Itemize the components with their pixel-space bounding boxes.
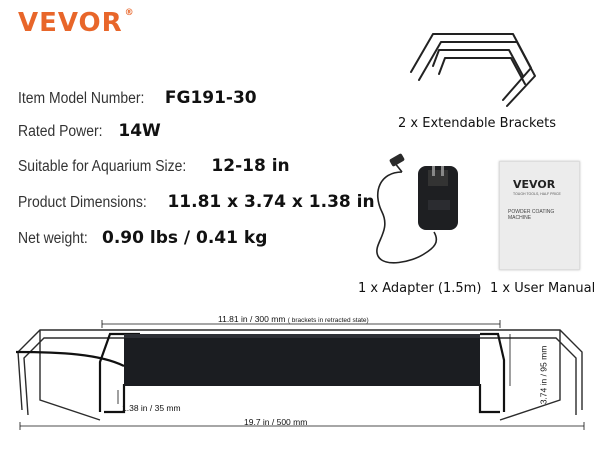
light-dimension-diagram: [15, 320, 585, 430]
spec-value: 14W: [118, 121, 161, 141]
brackets-caption: 2 x Extendable Brackets: [398, 116, 556, 131]
extendable-brackets-image: [410, 33, 536, 107]
dimension-bracket-length-label: 19.7 in / 500 mm: [244, 417, 308, 427]
dimension-depth-label: 1.38 in / 35 mm: [122, 403, 181, 413]
spec-value: 11.81 x 3.74 x 1.38 in: [167, 192, 375, 212]
spec-model-number: Item Model Number: FG191-30: [18, 88, 257, 108]
spec-label: Product Dimensions:: [18, 194, 147, 211]
power-adapter-image: [376, 153, 458, 264]
manual-title: POWDER COATING MACHINE: [508, 209, 555, 221]
user-manual-image: VEVOR TOUGH TOOLS, HALF PRICE POWDER COA…: [499, 161, 580, 270]
dimension-length-label: 11.81 in / 300 mm ( brackets in retracte…: [218, 314, 369, 324]
manual-logo: VEVOR: [513, 178, 556, 191]
adapter-caption: 1 x Adapter (1.5m): [358, 281, 482, 296]
spec-aquarium-size: Suitable for Aquarium Size: 12-18 in: [18, 156, 290, 176]
spec-label: Item Model Number:: [18, 90, 145, 107]
spec-product-dimensions: Product Dimensions: 11.81 x 3.74 x 1.38 …: [18, 192, 375, 212]
vevor-logo: VEVOR®: [18, 8, 135, 38]
spec-value: FG191-30: [164, 88, 257, 108]
spec-net-weight: Net weight: 0.90 lbs / 0.41 kg: [18, 228, 267, 248]
manual-tagline: TOUGH TOOLS, HALF PRICE: [513, 192, 561, 196]
dimension-height-label: 3.74 in / 95 mm: [538, 345, 549, 405]
spec-value: 0.90 lbs / 0.41 kg: [102, 228, 268, 248]
manual-caption: 1 x User Manual: [490, 281, 596, 296]
spec-rated-power: Rated Power: 14W: [18, 121, 161, 141]
spec-label: Suitable for Aquarium Size:: [18, 158, 187, 175]
spec-label: Net weight:: [18, 230, 88, 247]
spec-label: Rated Power:: [18, 123, 103, 140]
spec-value: 12-18 in: [211, 156, 290, 176]
